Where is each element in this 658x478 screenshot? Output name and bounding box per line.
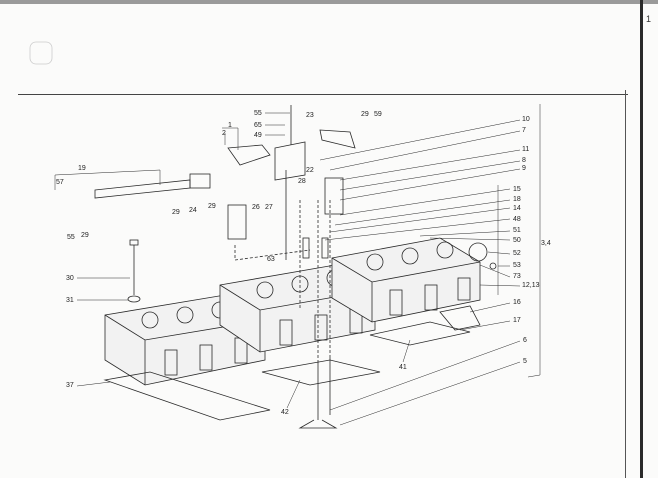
gasket-16	[439, 305, 481, 331]
valve-spring-right	[324, 177, 344, 215]
callout-label: 14	[513, 205, 521, 212]
callout-label: 29	[208, 203, 216, 210]
callout-label: 50	[513, 237, 521, 244]
callout-label: 65	[254, 122, 262, 129]
callout-label: 29	[81, 232, 89, 239]
callout-label: 55	[67, 234, 75, 241]
callout-label: 19	[78, 165, 86, 172]
callout-label: 1	[228, 122, 232, 129]
logo-icon	[29, 41, 53, 65]
scan-top-edge	[0, 0, 658, 4]
callout-label: 52	[513, 250, 521, 257]
callout-label: 7	[522, 127, 526, 134]
callout-label: 23	[306, 112, 314, 119]
washer-31	[127, 295, 141, 303]
rocker-shaft-19	[94, 179, 191, 199]
page-frame-line	[18, 94, 628, 95]
spring-24	[189, 173, 211, 189]
margin-line	[625, 90, 626, 478]
callout-label: 12,13	[522, 282, 540, 289]
scan-right-edge	[640, 0, 643, 478]
gasket-37	[103, 371, 271, 421]
callout-label: 15	[513, 186, 521, 193]
callout-label: 42	[281, 409, 289, 416]
callout-label: 16	[513, 299, 521, 306]
callout-label: 8	[522, 157, 526, 164]
valve-guide-left	[302, 237, 310, 259]
callout-label: 17	[513, 317, 521, 324]
callout-label: 63	[267, 256, 275, 263]
callout-label: 29	[361, 111, 369, 118]
cylinder-head-3	[331, 237, 481, 323]
callout-label: 73	[513, 273, 521, 280]
plug-53	[489, 262, 497, 270]
callout-label: 26	[252, 204, 260, 211]
rocker-arm-right	[319, 129, 356, 149]
callout-label: 22	[306, 167, 314, 174]
callout-label: 27	[265, 204, 273, 211]
callout-label: 48	[513, 216, 521, 223]
page-number: 1	[646, 14, 652, 24]
gasket-41	[369, 321, 471, 346]
callout-label: 55	[254, 110, 262, 117]
callout-label: 37	[66, 382, 74, 389]
callout-label: 57	[56, 179, 64, 186]
valve-guide-right	[321, 237, 329, 259]
gasket-42	[261, 359, 381, 386]
callout-label: 30	[66, 275, 74, 282]
callout-label: 18	[513, 196, 521, 203]
callout-label: 9	[522, 165, 526, 172]
callout-label: 29	[172, 209, 180, 216]
valve-spring-left	[227, 204, 247, 240]
callout-label: 3,4	[541, 240, 551, 247]
plug-52	[468, 242, 488, 262]
leader-lines	[54, 104, 541, 426]
callout-label: 6	[523, 337, 527, 344]
callout-label: 31	[66, 297, 74, 304]
callout-label: 59	[374, 111, 382, 118]
callout-label: 41	[399, 364, 407, 371]
rocker-bracket-23	[274, 141, 306, 181]
callout-label: 10	[522, 116, 530, 123]
callout-label: 49	[254, 132, 262, 139]
callout-label: 5	[523, 358, 527, 365]
valve-6	[298, 360, 338, 429]
alignment-lines	[234, 200, 331, 360]
callout-label: 28	[298, 178, 306, 185]
callout-label: 11	[522, 146, 530, 153]
callout-label: 51	[513, 227, 521, 234]
callout-label: 24	[189, 207, 197, 214]
callout-label: 53	[513, 262, 521, 269]
rocker-arm-1	[227, 144, 271, 166]
callout-label: 2	[222, 130, 226, 137]
